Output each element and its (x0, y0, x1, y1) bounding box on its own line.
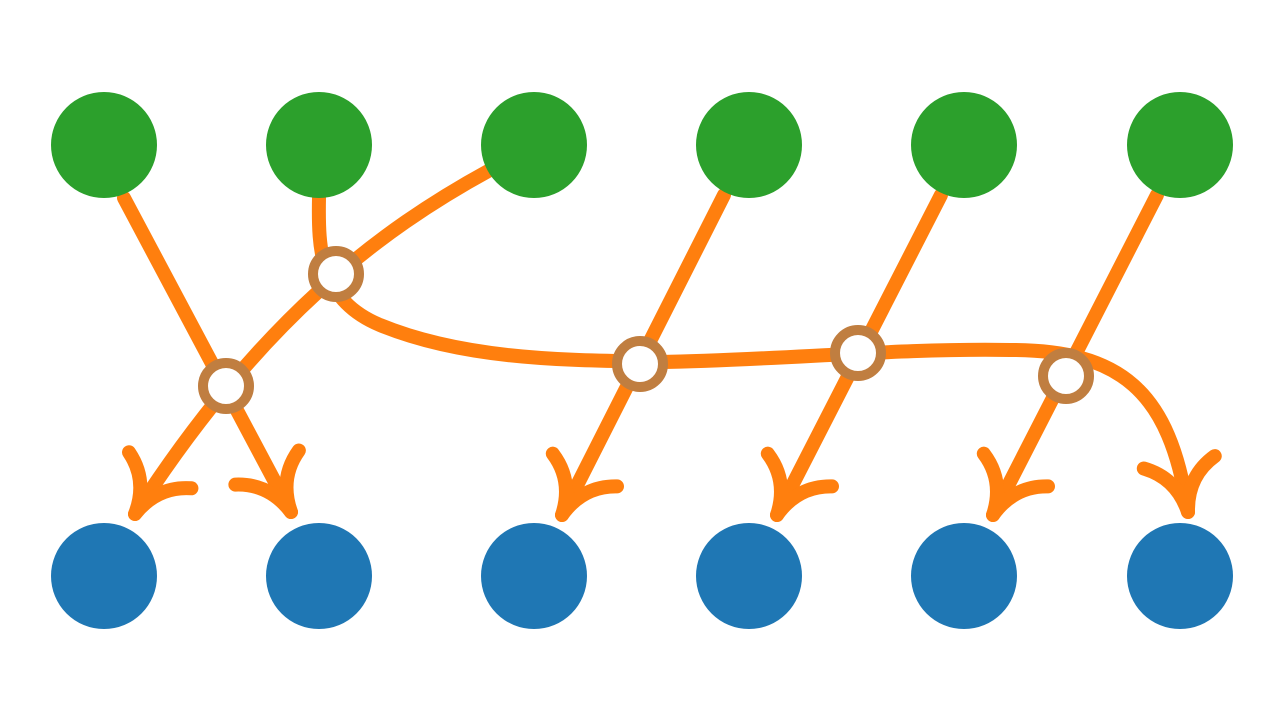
output-node-out-4 (696, 523, 802, 629)
edge-in6-out5-arrowhead (976, 446, 1055, 522)
output-node-out-5 (911, 523, 1017, 629)
arrowheads-layer (122, 443, 1222, 522)
crossings-layer (198, 246, 1094, 414)
crossing-ring-cross-5 (1038, 348, 1094, 404)
edge-in1-out2 (117, 191, 298, 519)
edge-in2-out6 (311, 191, 1195, 519)
edge-in5-out4-arrowhead (760, 446, 839, 522)
output-node-out-2 (266, 523, 372, 629)
output-node-out-1 (51, 523, 157, 629)
output-node-out-6 (1127, 523, 1233, 629)
input-node-in-3 (481, 92, 587, 198)
input-node-in-2 (266, 92, 372, 198)
edge-in2-out6-arrowhead (1136, 449, 1222, 519)
edge-in3-out1-arrowhead (122, 445, 199, 521)
crossing-ring-cross-4 (830, 325, 886, 381)
edge-in1-out2-arrowhead (228, 443, 306, 519)
edge-in4-out3-arrowhead (545, 446, 624, 522)
input-node-in-4 (696, 92, 802, 198)
nodes-layer (51, 92, 1233, 629)
crossing-ring-cross-3 (612, 336, 668, 392)
input-node-in-5 (911, 92, 1017, 198)
crossing-ring-cross-1 (308, 246, 364, 302)
crossing-ring-cross-2 (198, 358, 254, 414)
input-node-in-1 (51, 92, 157, 198)
input-node-in-6 (1127, 92, 1233, 198)
output-node-out-3 (481, 523, 587, 629)
